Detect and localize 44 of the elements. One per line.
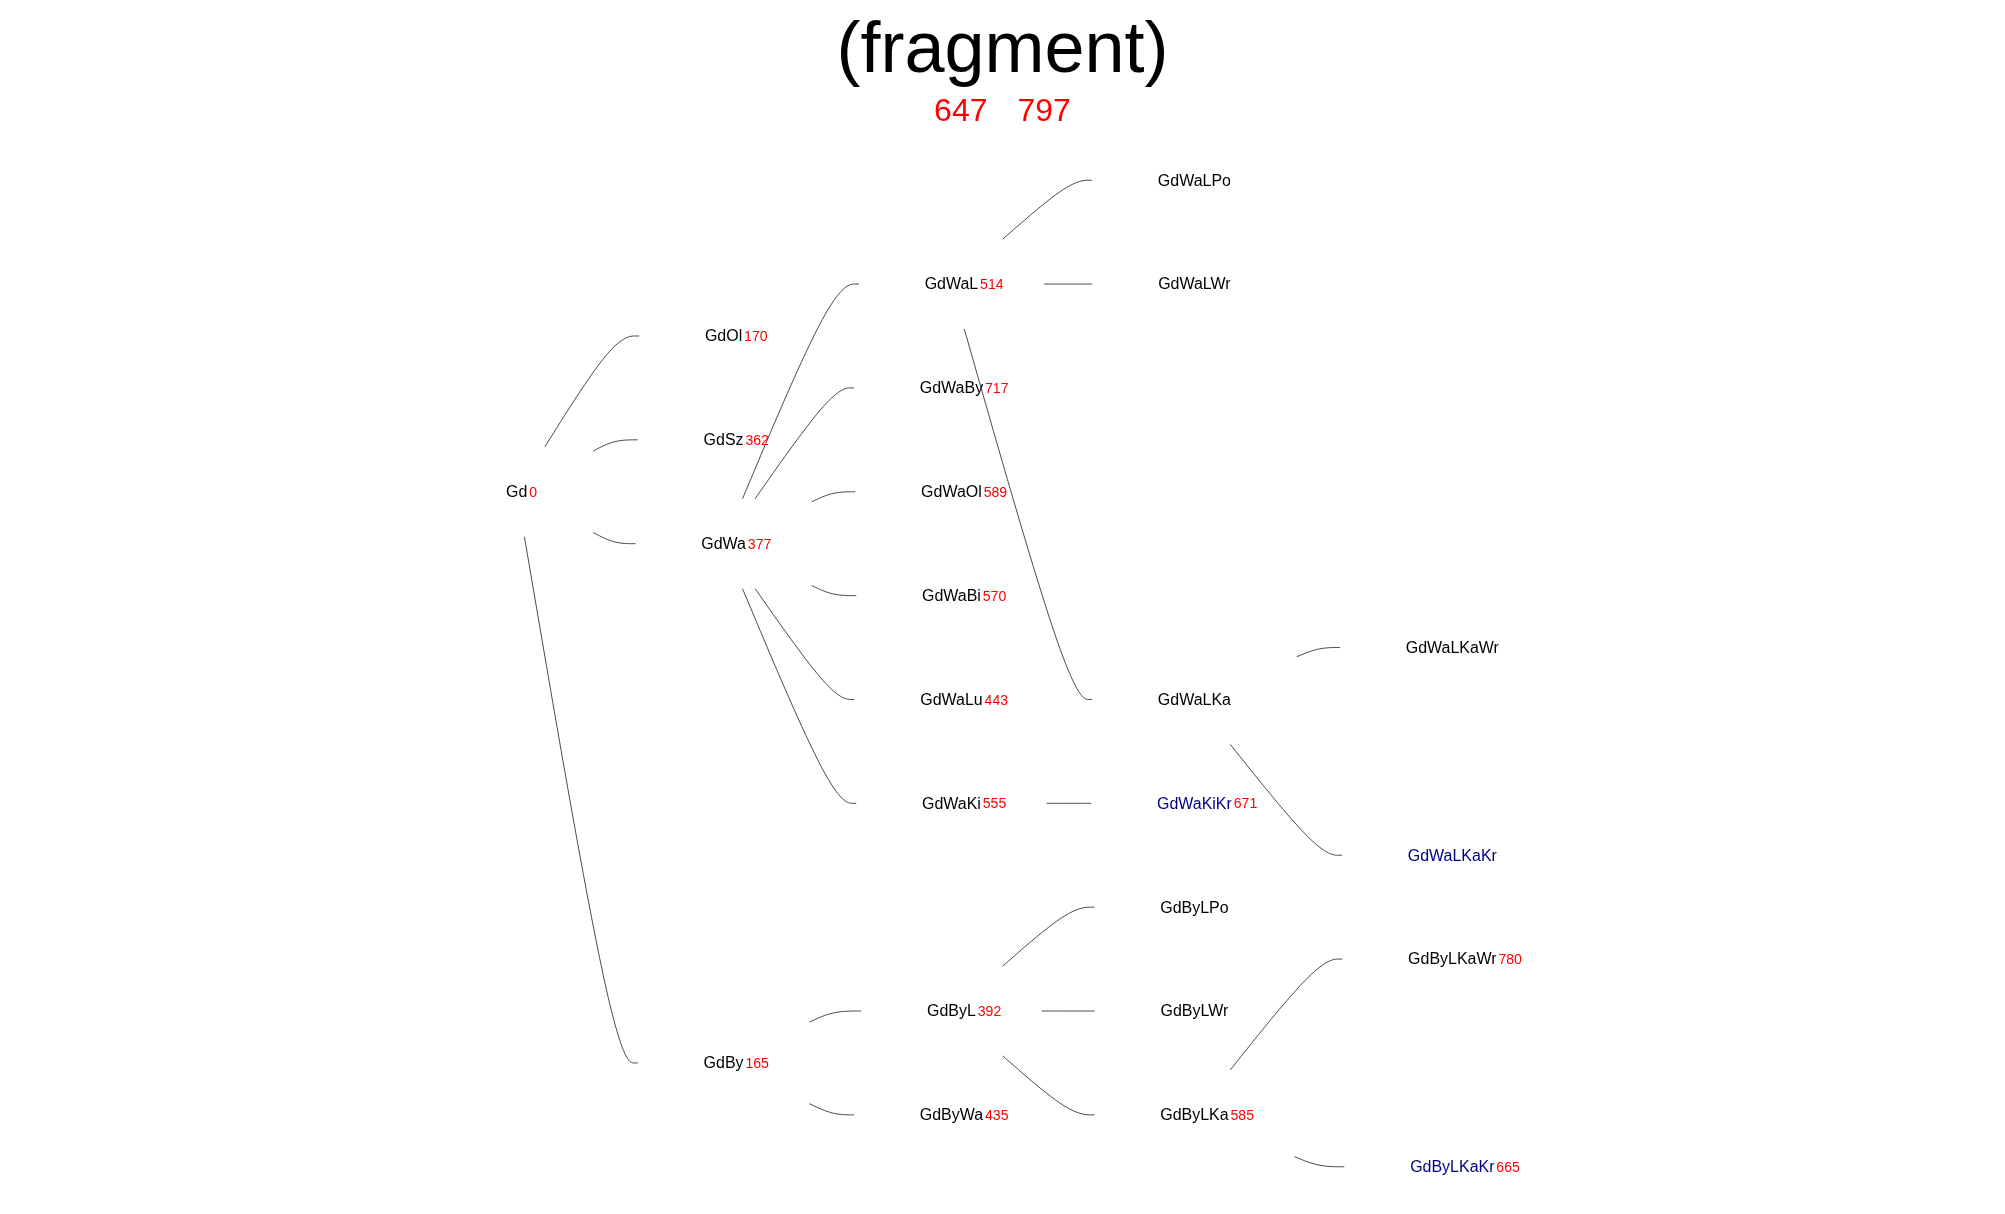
node-text: GdSz [703, 430, 744, 449]
value-label: 647 [934, 92, 988, 129]
node-text: GdWa [701, 534, 746, 553]
node-text: GdWaLKaWr [1405, 638, 1499, 657]
value-label: 589 [983, 483, 1008, 500]
node-text: GdWaBi [922, 586, 981, 605]
value-label: 435 [985, 1107, 1009, 1123]
value-label: 780 [1498, 951, 1522, 968]
value-label: 570 [982, 587, 1007, 604]
value-label: 671 [1233, 795, 1258, 812]
node-text: GdWaLu [920, 690, 983, 709]
title: (fragment) [836, 6, 1169, 88]
node-text: GdWaKi [922, 794, 981, 812]
node-text: GdWaLKaKr [1407, 846, 1497, 864]
value-label: 555 [982, 795, 1007, 812]
node-text: GdByLKaWr [1408, 949, 1497, 968]
node-text: GdByLWr [1160, 1001, 1229, 1020]
value-label: 362 [745, 432, 769, 448]
node-text: GdWaKiKr [1157, 794, 1232, 812]
value-label: 165 [745, 1055, 769, 1072]
node-text: GdByWa [919, 1105, 984, 1124]
value-label: 443 [984, 691, 1009, 708]
node-text: GdByLKa [1160, 1105, 1229, 1124]
node-text: GdOl [704, 326, 743, 345]
value-label: 377 [747, 535, 772, 552]
value-label: 665 [1496, 1158, 1520, 1175]
value-label: 0 [529, 483, 538, 500]
node-text: GdWaL [924, 274, 979, 293]
node-text: GdBy [703, 1053, 744, 1072]
node-text: GdByLKaKr [1410, 1157, 1495, 1176]
value-label: 797 [1017, 92, 1071, 129]
value-label: 717 [985, 380, 1009, 397]
value-label: 514 [980, 276, 1004, 293]
value-label: 170 [744, 328, 768, 345]
node-text: GdByL [927, 1001, 976, 1020]
node-text: GdByLPo [1160, 898, 1229, 916]
node-text: GdWaBy [919, 378, 984, 397]
node-text: GdWaLKa [1157, 690, 1231, 709]
node-text: Gd [506, 482, 528, 501]
value-label: 392 [977, 1003, 1002, 1020]
value-label: 585 [1230, 1107, 1254, 1123]
node-text: GdWaOl [921, 482, 982, 501]
node-text: GdWaLPo [1157, 171, 1231, 189]
node-text: GdWaLWr [1158, 274, 1231, 293]
